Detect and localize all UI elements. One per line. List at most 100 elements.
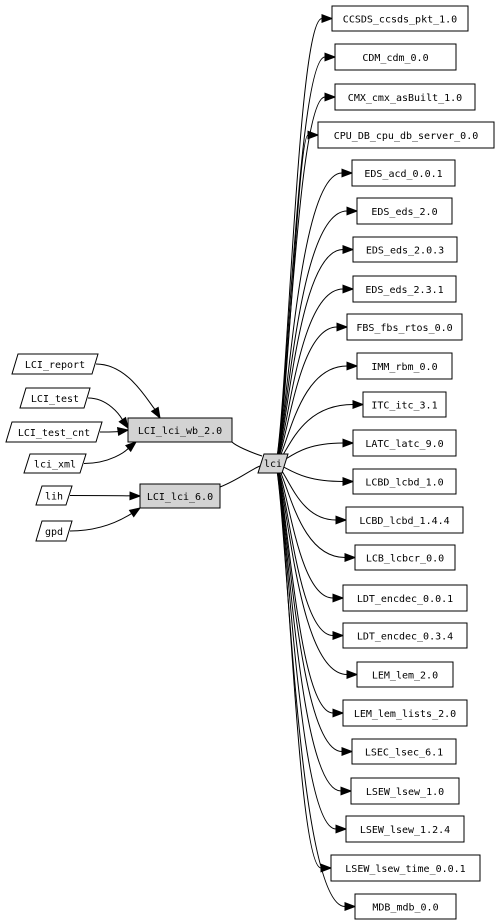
node-label: gpd bbox=[45, 527, 63, 538]
node-lci-test-cnt[interactable]: LCI_test_cnt bbox=[5, 421, 103, 443]
node-label: LCI_test_cnt bbox=[18, 428, 90, 439]
edge-lci-dep-19-arrowhead bbox=[341, 746, 354, 757]
node-label: LSEW_lsew_1.0 bbox=[366, 787, 444, 798]
edge-v6-to-lci bbox=[219, 465, 261, 488]
node-label: LCBD_lcbd_1.4.4 bbox=[359, 516, 449, 527]
node-lsew-lsew-1-2-4[interactable]: LSEW_lsew_1.2.4 bbox=[345, 815, 465, 843]
node-lem-lem-lists-2-0[interactable]: LEM_lem_lists_2.0 bbox=[342, 699, 468, 727]
edge-lci-dep-18-arrowhead bbox=[332, 708, 345, 718]
node-cmx-cmx-asbuilt-1-0[interactable]: CMX_cmx_asBuilt_1.0 bbox=[334, 83, 476, 111]
node-lci-lci-6-0[interactable]: LCI_lci_6.0 bbox=[139, 483, 221, 509]
edge-layer bbox=[69, 13, 365, 912]
edge-lci-test-arrowhead bbox=[118, 416, 129, 430]
node-lcb-lcbcr-0-0[interactable]: LCB_lcbcr_0.0 bbox=[354, 544, 456, 571]
node-shape bbox=[11, 353, 99, 375]
edge-lci-xml-to-wb bbox=[83, 448, 129, 464]
node-box bbox=[351, 738, 457, 765]
node-label: LCBD_lcbd_1.0 bbox=[365, 478, 443, 489]
node-label: FBS_fbs_rtos_0.0 bbox=[356, 323, 452, 334]
node-shape bbox=[5, 421, 103, 443]
node-lci-lci-wb-2-0[interactable]: LCI_lci_wb_2.0 bbox=[127, 417, 233, 443]
edge-lci-dep-15-arrowhead bbox=[332, 593, 345, 603]
edge-lci-dep-2-arrowhead bbox=[324, 92, 337, 102]
edge-lci-to-dep-7 bbox=[275, 288, 344, 465]
node-ccsds-ccsds-pkt-1-0[interactable]: CCSDS_ccsds_pkt_1.0 bbox=[331, 5, 469, 32]
node-ldt-encdec-0-3-4[interactable]: LDT_encdec_0.3.4 bbox=[342, 622, 468, 649]
edge-lci-dep-5-arrowhead bbox=[346, 206, 359, 216]
node-box bbox=[317, 121, 495, 149]
node-lcbd-lcbd-1-0[interactable]: LCBD_lcbd_1.0 bbox=[352, 468, 457, 495]
node-label: LCB_lcbcr_0.0 bbox=[366, 554, 444, 565]
node-label: LCI_report bbox=[25, 360, 85, 371]
edge-lci-dep-14-arrowhead bbox=[344, 552, 357, 563]
node-eds-eds-2-3-1[interactable]: EDS_eds_2.3.1 bbox=[352, 275, 457, 303]
node-label: LSEC_lsec_6.1 bbox=[365, 748, 443, 759]
node-shape bbox=[19, 387, 91, 409]
node-label: MDB_mdb_0.0 bbox=[372, 903, 438, 914]
node-box bbox=[331, 5, 469, 32]
node-box bbox=[351, 159, 456, 187]
node-lsew-lsew-1-0[interactable]: LSEW_lsew_1.0 bbox=[350, 777, 460, 805]
node-eds-eds-2-0[interactable]: EDS_eds_2.0 bbox=[356, 197, 453, 225]
node-imm-rbm-0-0[interactable]: IMM_rbm_0.0 bbox=[356, 352, 453, 380]
node-label: EDS_eds_2.3.1 bbox=[365, 285, 443, 296]
node-box bbox=[354, 893, 457, 920]
node-ldt-encdec-0-0-1[interactable]: LDT_encdec_0.0.1 bbox=[342, 584, 468, 612]
node-label: CCSDS_ccsds_pkt_1.0 bbox=[343, 15, 457, 26]
node-latc-latc-9-0[interactable]: LATC_latc_9.0 bbox=[352, 429, 457, 457]
node-label: LEM_lem_2.0 bbox=[372, 671, 438, 682]
edge-lih-arrowhead bbox=[129, 491, 142, 501]
edge-lci-dep-6-arrowhead bbox=[342, 244, 355, 255]
edge-lci-dep-3-arrowhead bbox=[307, 130, 320, 140]
node-eds-eds-2-0-3[interactable]: EDS_eds_2.0.3 bbox=[352, 236, 458, 263]
node-box bbox=[350, 777, 460, 805]
edge-lci-dep-4-arrowhead bbox=[341, 168, 354, 178]
edge-lci-dep-16-arrowhead bbox=[332, 630, 345, 641]
node-label: LDT_encdec_0.0.1 bbox=[357, 594, 453, 605]
edge-lci-dep-11-arrowhead bbox=[342, 438, 355, 448]
node-label: CPU_DB_cpu_db_server_0.0 bbox=[334, 131, 479, 142]
edge-lci-test-cnt-to-wb bbox=[99, 430, 120, 433]
node-box bbox=[127, 417, 233, 443]
edge-lci-to-dep-15 bbox=[275, 463, 334, 599]
node-box bbox=[345, 506, 464, 534]
node-itc-itc-3-1[interactable]: ITC_itc_3.1 bbox=[362, 391, 447, 418]
node-cpu-db-cpu-db-server-0-0[interactable]: CPU_DB_cpu_db_server_0.0 bbox=[317, 121, 495, 149]
node-lci-report[interactable]: LCI_report bbox=[11, 353, 99, 375]
node-gpd[interactable]: gpd bbox=[35, 520, 73, 542]
node-lsec-lsec-6-1[interactable]: LSEC_lsec_6.1 bbox=[351, 738, 457, 765]
node-label: CMX_cmx_asBuilt_1.0 bbox=[348, 93, 462, 104]
node-lci-xml[interactable]: lci_xml bbox=[23, 453, 87, 474]
edge-lci-to-dep-23 bbox=[275, 463, 346, 907]
node-label: IMM_rbm_0.0 bbox=[371, 362, 437, 373]
node-lcbd-lcbd-1-4-4[interactable]: LCBD_lcbd_1.4.4 bbox=[345, 506, 464, 534]
node-box bbox=[356, 352, 453, 380]
node-lci[interactable]: lci bbox=[257, 453, 289, 474]
node-lsew-lsew-time-0-0-1[interactable]: LSEW_lsew_time_0.0.1 bbox=[330, 854, 481, 882]
node-box bbox=[342, 622, 468, 649]
node-fbs-fbs-rtos-0-0[interactable]: FBS_fbs_rtos_0.0 bbox=[346, 313, 463, 341]
edge-lci-to-dep-18 bbox=[275, 463, 334, 714]
node-label: LCI_test bbox=[31, 394, 79, 405]
node-box bbox=[342, 584, 468, 612]
node-label: EDS_acd_0.0.1 bbox=[364, 169, 442, 180]
node-box bbox=[139, 483, 221, 509]
node-lih[interactable]: lih bbox=[35, 485, 73, 506]
node-box bbox=[352, 468, 457, 495]
node-shape bbox=[257, 453, 289, 474]
edge-lci-report-arrowhead bbox=[150, 406, 161, 420]
node-eds-acd-0-0-1[interactable]: EDS_acd_0.0.1 bbox=[351, 159, 456, 187]
edge-lci-test-to-wb bbox=[87, 397, 123, 420]
node-lem-lem-2-0[interactable]: LEM_lem_2.0 bbox=[356, 661, 454, 688]
node-mdb-mdb-0-0[interactable]: MDB_mdb_0.0 bbox=[354, 893, 457, 920]
edge-lci-to-dep-17 bbox=[275, 463, 348, 675]
node-cdm-cdm-0-0[interactable]: CDM_cdm_0.0 bbox=[334, 43, 457, 71]
node-label: lci bbox=[264, 459, 282, 470]
edge-lci-dep-10-arrowhead bbox=[352, 399, 365, 410]
node-lci-test[interactable]: LCI_test bbox=[19, 387, 91, 409]
edge-lci-to-dep-6 bbox=[275, 249, 344, 465]
edge-lci-to-dep-5 bbox=[275, 210, 348, 465]
node-label: ITC_itc_3.1 bbox=[371, 401, 437, 412]
node-label: EDS_eds_2.0.3 bbox=[366, 246, 444, 257]
